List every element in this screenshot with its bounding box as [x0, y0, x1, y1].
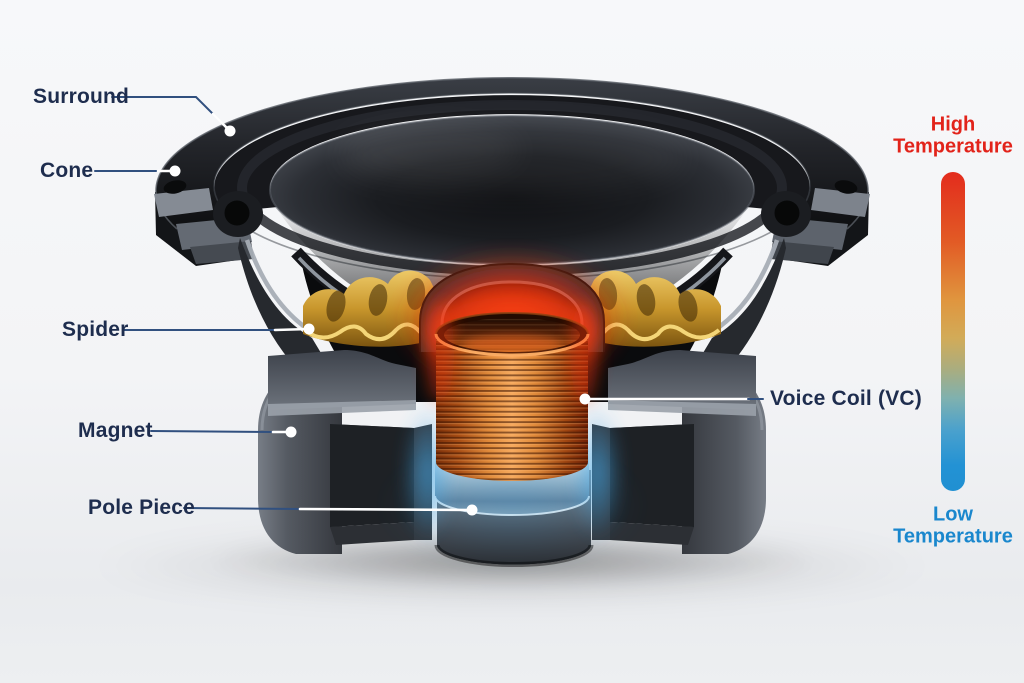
cutaway-cavity	[300, 255, 724, 402]
label-surround: Surround	[33, 85, 130, 108]
leader-spider	[122, 323, 315, 335]
screw-hole-left	[163, 180, 187, 194]
callout-dot-voice-coil	[579, 393, 591, 405]
voice-coil-shape	[426, 302, 598, 481]
label-pole-piece: Pole Piece	[88, 496, 196, 519]
callout-dot-surround	[224, 125, 236, 137]
screw-hole-right	[834, 180, 858, 194]
low-temperature-label: Low Temperature	[893, 503, 1013, 547]
callout-dot-spider	[303, 323, 315, 335]
label-voice-coil: Voice Coil (VC)	[770, 387, 922, 410]
leader-cone	[94, 165, 181, 177]
leader-pole-piece	[183, 504, 478, 516]
temperature-gradient-bar	[941, 172, 965, 491]
high-temperature-label: High Temperature	[893, 113, 1013, 157]
label-magnet: Magnet	[78, 419, 153, 442]
magnet-shape-left	[258, 350, 432, 554]
leader-voice-coil	[579, 393, 764, 405]
label-spider: Spider	[62, 318, 129, 341]
callout-dot-pole-piece	[466, 504, 478, 516]
label-cone: Cone	[40, 159, 94, 182]
callout-dot-magnet	[285, 426, 297, 438]
leader-lines	[94, 96, 764, 516]
leader-magnet	[150, 426, 297, 438]
callout-dot-cone	[169, 165, 181, 177]
leader-surround	[111, 96, 236, 137]
